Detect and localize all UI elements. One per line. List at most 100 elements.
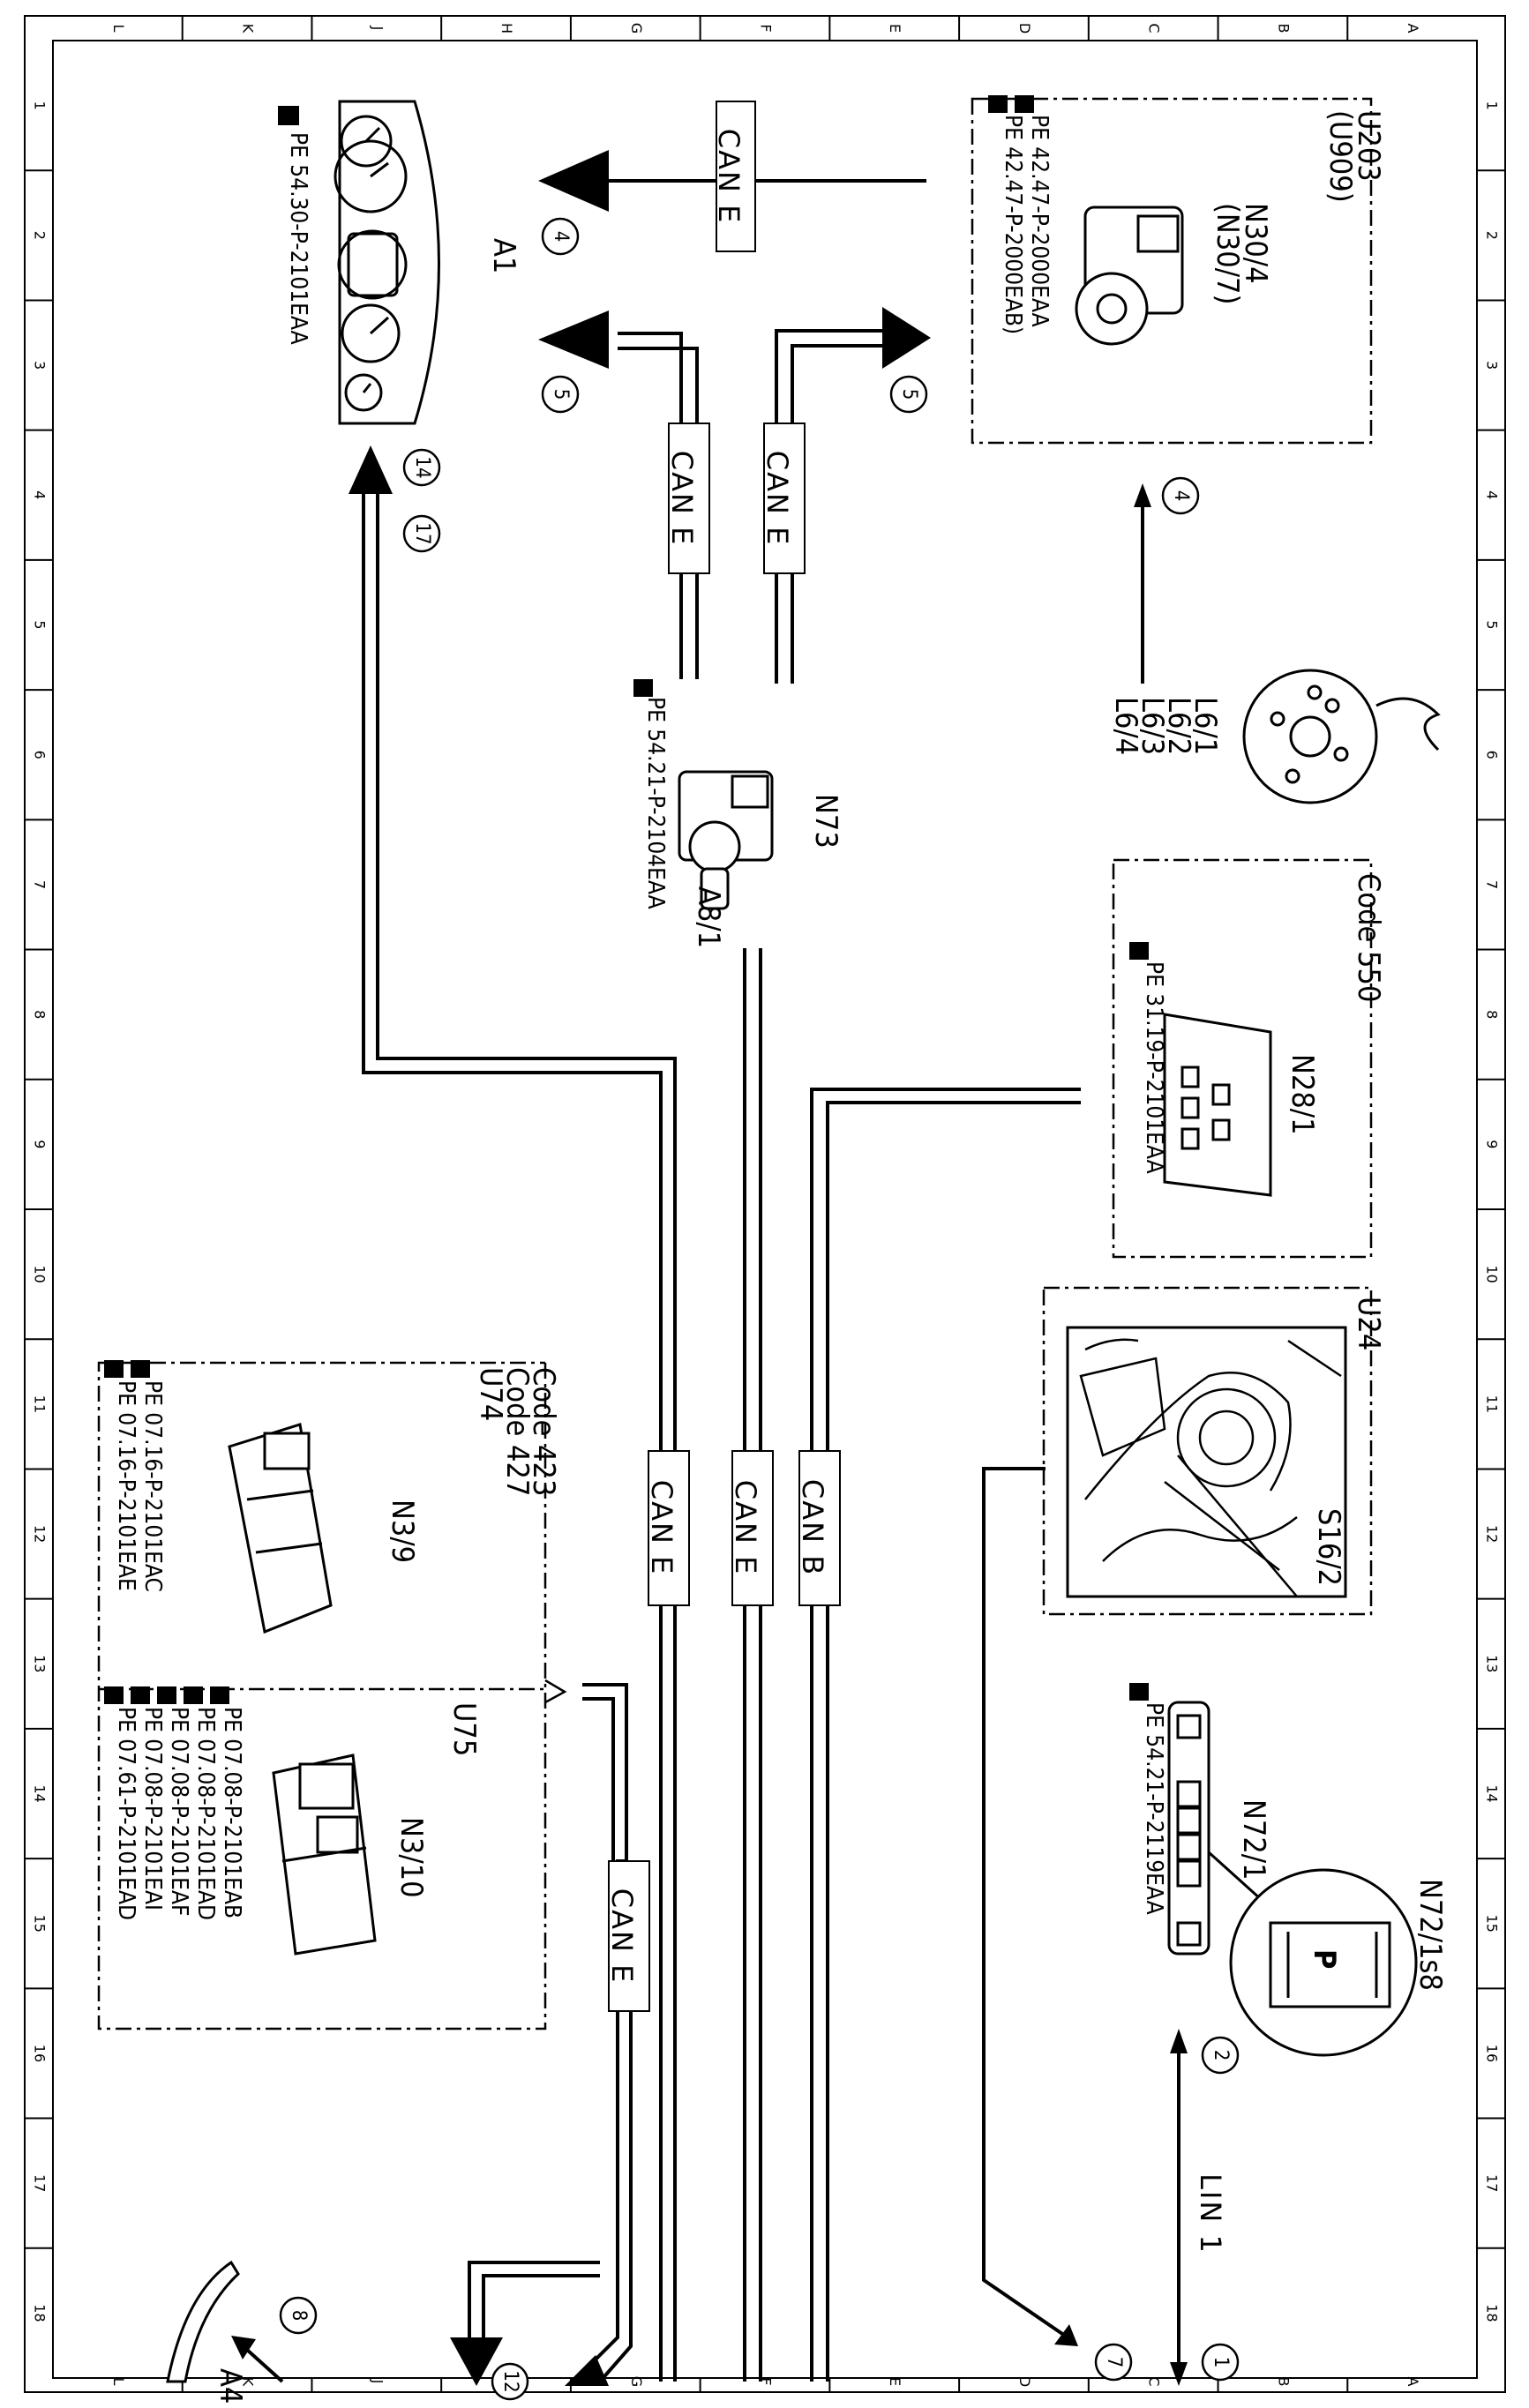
can-e-text: CAN E [712,129,746,225]
can-label-n73-left: CAN E [665,423,710,574]
callout-7: 7 [1094,2343,1133,2382]
u203-ref1: PE 42.47-P-2000EAA [1026,115,1053,327]
grid-number-8: 8 [32,1010,49,1019]
n3-9-label: N3/9 [385,1499,420,1563]
wheel-speed-sensor-icon [1242,669,1441,804]
grid-number-1: 1 [32,101,49,110]
grid-number-6: 6 [32,751,49,759]
n72-ref: PE 54.21-P-2119EAA [1141,1702,1167,1915]
svg-text:4: 4 [550,231,572,243]
grid-number-16: 16 [1484,2045,1501,2062]
svg-text:PE 07.08-P-2101EAB: PE 07.08-P-2101EAB [219,1707,245,1918]
n73-ref: PE 54.21-P-2104EAA [642,697,669,909]
callout-circles: 4 5 5 4 14 17 2 1 7 8 12 [279,217,1240,2401]
can-b-text: CAN B [796,1479,829,1576]
svg-text:17: 17 [411,522,433,544]
bus-labels: CAN E CAN E CAN E CAN E CAN E CAN B CAN … [605,101,1227,2255]
grid-number-11: 11 [1484,1395,1501,1413]
grid-number-10: 10 [1484,1265,1501,1283]
svg-text:L6/4: L6/4 [1108,697,1143,755]
svg-text:PE 07.08-P-2101EAI: PE 07.08-P-2101EAI [139,1707,166,1911]
grid-number-3: 3 [32,361,49,370]
grid-number-16: 16 [32,2045,49,2062]
grid-number-4: 4 [1484,490,1501,499]
grid-number-2: 2 [32,231,49,240]
callout-4-l6: 4 [1161,476,1200,515]
u74-u75-box [97,1361,547,2030]
trailer-module-icon [1163,1013,1272,1197]
grid-letter-j: J [369,26,386,31]
grid-number-7: 7 [32,880,49,889]
grid-number-9: 9 [32,1140,49,1148]
code550-title: Code 550 [1351,873,1386,1002]
code550-box [1112,858,1373,1259]
grid-number-18: 18 [32,2304,49,2322]
a1-label: A1 [486,238,521,273]
svg-text:PE 07.08-P-2101EAD: PE 07.08-P-2101EAD [192,1707,219,1920]
parktronic-zoom-icon [1229,1868,1418,2057]
callout-5-right: 5 [889,375,928,414]
svg-text:2: 2 [1210,2050,1232,2061]
instrument-cluster [334,100,440,425]
ezs-module-icon [678,770,774,910]
grid-number-11: 11 [32,1395,49,1413]
u203-title: U203 [1351,110,1386,182]
grid-letter-a: A [1405,2377,1421,2387]
callout-8: 8 [279,2296,318,2335]
u74-ref-1: PE 07.16-P-2101EAC [139,1380,166,1592]
u203-ref2: PE 42.47-P-2000EAB) [1000,115,1026,334]
svg-text:L6/3: L6/3 [1135,697,1170,755]
can-e-text: CAN E [645,1480,678,1576]
transmission-ecu-icon [272,1754,377,1956]
grid-letter-b: B [1275,24,1292,34]
grid-number-3: 3 [1484,361,1501,370]
n72-1s8-label: N72/1s8 [1413,1879,1448,1991]
grid-letter-l: L [110,2378,127,2386]
u24-title: U24 [1351,1297,1386,1350]
grid-letter-k: K [240,24,257,34]
grid-number-12: 12 [32,1525,49,1543]
n30-7-label: (N30/7) [1210,203,1245,304]
code-427-label: Code 427 [499,1367,535,1496]
svg-text:5: 5 [898,389,920,400]
grid-number-7: 7 [1484,880,1501,889]
ignition-switch-icon [1075,206,1184,346]
can-e-text: CAN E [665,451,699,547]
callout-12: 12 [491,2362,529,2401]
svg-text:L6/2: L6/2 [1161,697,1196,755]
a4-component-icon [166,2260,240,2383]
code550-ref: PE 31.19-P-2101EAA [1141,961,1167,1174]
hand-pointer-icons [104,95,1149,1704]
can-label-mid-2: CAN E [729,1450,774,1606]
grid-number-17: 17 [32,2174,49,2192]
grid-letter-k: K [240,2377,257,2387]
lin-1-text: LIN 1 [1194,2173,1227,2255]
grid-letter-g: G [628,2376,645,2387]
grid-letter-d: D [1016,2376,1033,2387]
can-label-u75: CAN E [605,1860,650,2012]
svg-text:12: 12 [499,2370,521,2392]
grid-letter-e: E [887,2377,903,2386]
grid-number-4: 4 [32,490,49,499]
n28-1-label: N28/1 [1285,1054,1320,1135]
grid-letter-j: J [369,2379,386,2384]
a4-label: A4 [213,2368,248,2404]
svg-text:1: 1 [1210,2357,1232,2368]
a8-1-label: A8/1 [691,886,726,948]
callout-14: 14 [402,448,441,487]
engine-ecu-icon [228,1423,333,1634]
svg-text:PE 07.61-P-2101EAD: PE 07.61-P-2101EAD [113,1707,139,1920]
grid-number-8: 8 [1484,1010,1501,1019]
u24-photo [1066,1326,1347,1598]
grid-number-9: 9 [1484,1140,1501,1148]
grid-number-5: 5 [32,620,49,629]
u75-title: U75 [446,1702,482,1756]
can-label-mid-1: CAN E [645,1450,690,1606]
can-label-top: CAN E [712,101,756,252]
svg-text:14: 14 [411,456,433,478]
u74-ref-2: PE 07.16-P-2101EAE [113,1380,139,1591]
switch-panel-icon [1167,1701,1210,1956]
u75-refs: PE 07.08-P-2101EAB PE 07.08-P-2101EAD PE… [113,1707,245,1920]
u24-box [1042,1286,1373,1616]
can-e-text: CAN E [729,1480,762,1576]
